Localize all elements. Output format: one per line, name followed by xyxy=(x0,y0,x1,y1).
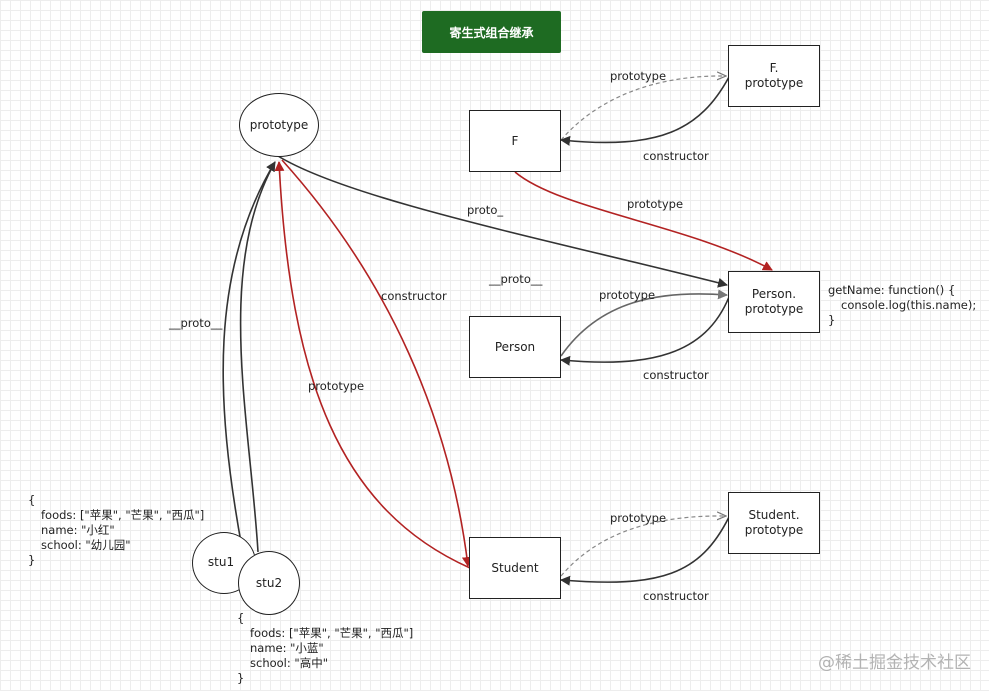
person-method-line: console.log(this.name); xyxy=(841,298,977,312)
stu2-data-line: } xyxy=(237,671,245,685)
edge-proto-to-personproto xyxy=(277,155,728,288)
edge-student-to-studentproto xyxy=(560,516,726,577)
stu2-data: { foods: ["苹果", "芒果", "西瓜"] name: "小蓝" s… xyxy=(237,611,413,686)
watermark: @稀土掘金技术社区 xyxy=(818,653,971,673)
person-method-line: getName: function() { xyxy=(828,283,956,297)
label-student-constructor-bottom: constructor xyxy=(643,589,709,603)
stu2-data-line: foods: ["苹果", "芒果", "西瓜"] xyxy=(250,626,414,640)
person-methods: getName: function() { console.log(this.n… xyxy=(828,283,976,328)
student-prototype-node: Student. prototype xyxy=(728,492,820,554)
edge-stu-to-proto xyxy=(222,161,276,549)
edge-personproto-to-person xyxy=(560,296,730,366)
label-proto-underscore: proto_ xyxy=(467,203,504,217)
label-f-constructor: constructor xyxy=(643,149,709,163)
label-student-constructor: constructor xyxy=(381,289,447,303)
label-person-prototype: prototype xyxy=(599,288,656,302)
edge-fproto-to-f xyxy=(560,76,730,146)
label-student-prototype-red: prototype xyxy=(308,379,365,393)
diagram-title: 寄生式组合继承 xyxy=(422,11,561,53)
stu1-data-line: } xyxy=(28,553,36,567)
prototype-ellipse: prototype xyxy=(239,93,319,157)
label-student-prototype: prototype xyxy=(610,511,667,525)
edge-f-to-personproto xyxy=(514,171,773,271)
label-person-constructor: constructor xyxy=(643,368,709,382)
stu1-data-line: school: "幼儿园" xyxy=(41,538,131,552)
edge-student-to-proto xyxy=(274,161,471,569)
edge-f-to-fproto xyxy=(560,76,726,141)
edge-person-to-personproto xyxy=(560,289,728,357)
person-prototype-node: Person. prototype xyxy=(728,271,820,333)
stu2-node: stu2 xyxy=(238,551,300,615)
label-stu-proto: __proto__ xyxy=(169,316,223,330)
stu1-data-line: foods: ["苹果", "芒果", "西瓜"] xyxy=(41,508,205,522)
f-node: F xyxy=(469,110,561,172)
person-node: Person xyxy=(469,316,561,378)
edge-studentproto-to-student xyxy=(560,516,730,586)
student-node: Student xyxy=(469,537,561,599)
stu1-data: { foods: ["苹果", "芒果", "西瓜"] name: "小红" s… xyxy=(28,493,204,568)
edge-stu2-to-proto xyxy=(239,161,276,553)
stu1-data-line: name: "小红" xyxy=(41,523,115,537)
stu1-data-line: { xyxy=(28,493,36,507)
stu1-label: stu1 xyxy=(207,555,235,569)
stu2-data-line: school: "高中" xyxy=(250,656,328,670)
f-prototype-node: F. prototype xyxy=(728,45,820,107)
edge-proto-to-student xyxy=(281,159,472,567)
label-floating-proto: __proto__ xyxy=(489,272,543,286)
label-f-prototype: prototype xyxy=(610,69,667,83)
person-method-line: } xyxy=(828,313,836,327)
stu2-data-line: { xyxy=(237,611,245,625)
stu2-data-line: name: "小蓝" xyxy=(250,641,324,655)
label-f-to-person-prototype: prototype xyxy=(627,197,684,211)
